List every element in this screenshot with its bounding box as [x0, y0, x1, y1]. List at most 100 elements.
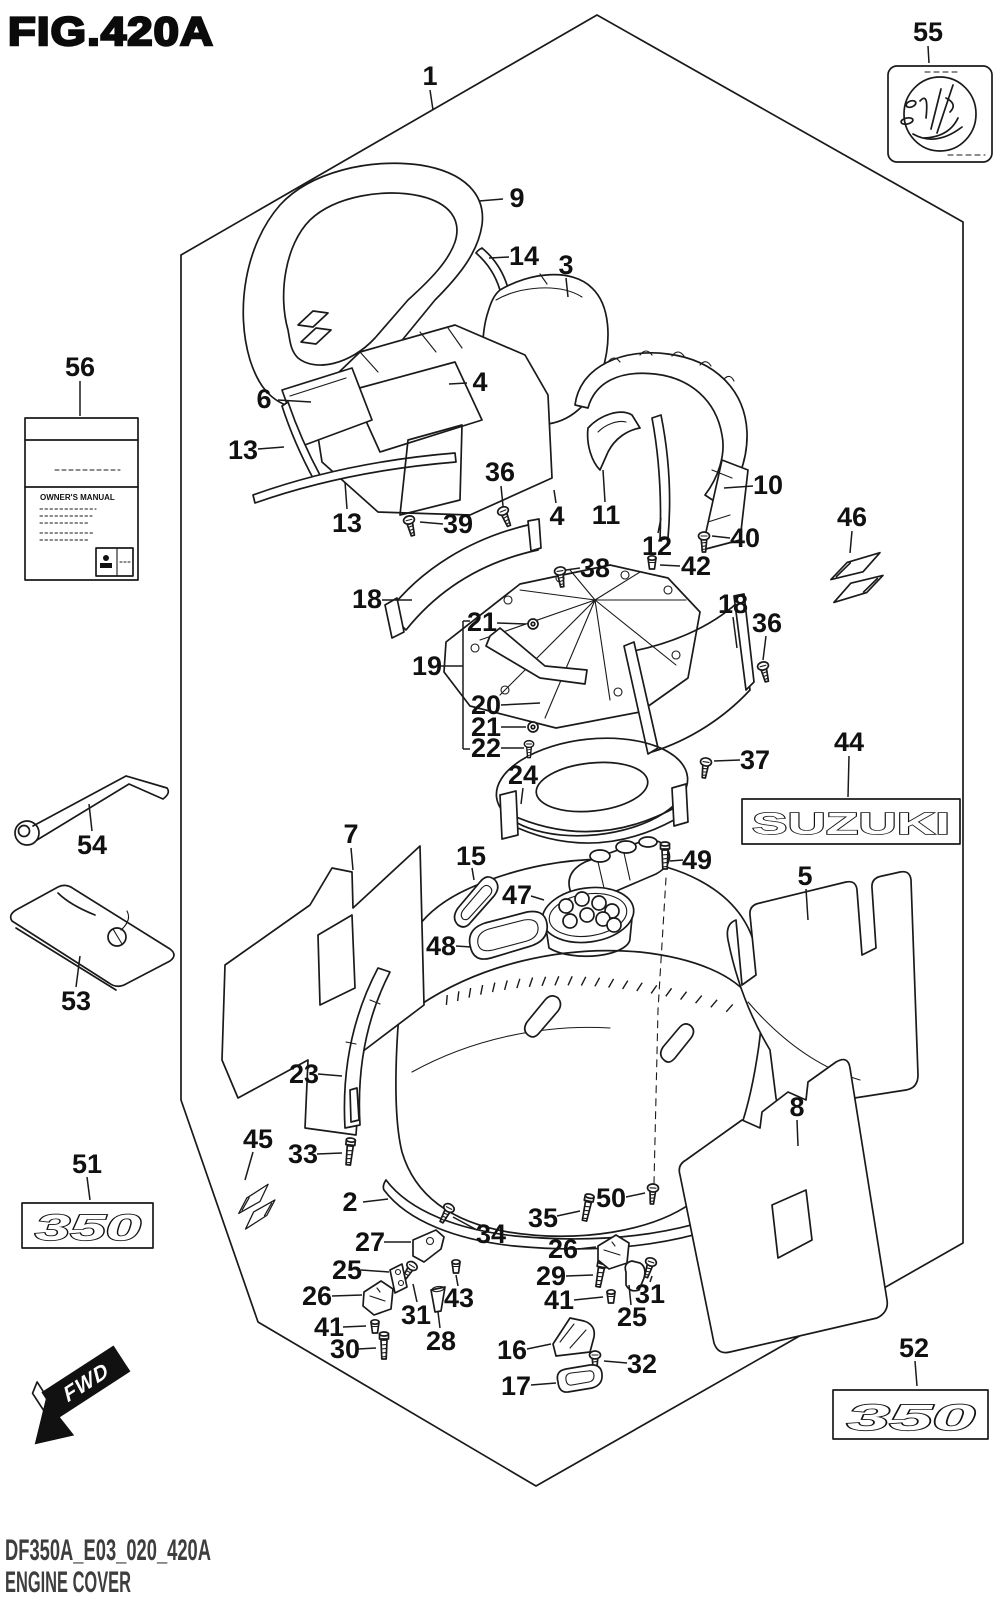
part-label-53: 53: [61, 986, 91, 1016]
part-label-18: 18: [352, 584, 382, 614]
part-label-38: 38: [580, 553, 610, 583]
silencer: [568, 836, 671, 902]
leader-line-43: [455, 1274, 459, 1287]
model-decal-right: 350: [832, 1389, 989, 1440]
leader-line-17: [530, 1382, 557, 1386]
leader-line-35: [556, 1210, 581, 1217]
part-label-52: 52: [899, 1333, 929, 1363]
leader-line-18: [732, 616, 738, 649]
part-label-47: 47: [502, 880, 532, 910]
part-label-56: 56: [65, 352, 95, 382]
leader-line-7: [350, 847, 354, 871]
part-label-16: 16: [497, 1335, 527, 1365]
leader-line-4: [553, 489, 557, 504]
part-label-37: 37: [740, 745, 770, 775]
leader-line-41: [342, 1325, 367, 1328]
part-label-23: 23: [289, 1059, 319, 1089]
leader-line-47: [530, 895, 545, 901]
leader-line-21: [496, 622, 527, 625]
cowl-rim-seal: [382, 1179, 753, 1250]
leader-line-44: [847, 755, 850, 798]
part-label-39: 39: [443, 509, 473, 539]
leader-line-41: [573, 1296, 604, 1301]
part-label-41: 41: [314, 1312, 344, 1342]
part-label-27: 27: [355, 1227, 385, 1257]
leader-line-11: [602, 469, 606, 503]
part-label-11: 11: [592, 500, 621, 530]
grille-left: [384, 518, 542, 639]
part-label-55: 55: [913, 17, 943, 47]
leader-line-2: [362, 1198, 389, 1203]
leader-line-23: [317, 1073, 343, 1077]
rear-cowl-piece: [574, 350, 749, 551]
part-label-40: 40: [730, 523, 760, 553]
corner-strip: [343, 967, 391, 1129]
leader-line-13: [344, 481, 348, 510]
part-label-45: 45: [243, 1124, 273, 1154]
leader-line-14: [488, 256, 510, 259]
leader-line-53: [75, 955, 81, 988]
suzuki-s-emblem-icon: [825, 551, 888, 604]
louver-vent: [399, 424, 463, 516]
caution-emblem: [887, 65, 993, 163]
part-label-21: 21: [467, 607, 497, 637]
fwd-arrow-decal: FWD: [31, 1345, 131, 1445]
part-label-12: 12: [642, 531, 672, 561]
owners-manual-booklet: OWNER'S MANUAL: [24, 417, 139, 581]
model-number-right-text: 350: [847, 1397, 975, 1438]
leader-line-36: [762, 635, 767, 661]
part-label-17: 17: [501, 1371, 531, 1401]
leader-line-36: [500, 485, 504, 507]
part-label-5: 5: [797, 861, 812, 891]
leader-line-4: [448, 382, 468, 385]
cap-seal: [468, 910, 549, 960]
part-label-26: 26: [548, 1234, 578, 1264]
leader-line-3: [565, 277, 569, 298]
grille-right: [623, 593, 755, 755]
part-label-29: 29: [536, 1261, 566, 1291]
footer-code: DF350A_E03_020_420A: [5, 1534, 211, 1567]
leader-line-12: [657, 517, 662, 534]
leader-line-33: [316, 1152, 343, 1155]
leader-line-31: [649, 1275, 653, 1283]
part-label-19: 19: [412, 651, 442, 681]
figure-title: FIG.420A: [8, 10, 214, 54]
leader-line-13: [257, 446, 285, 450]
socket-wrench-tool: [14, 775, 170, 846]
part-label-54: 54: [77, 830, 107, 860]
part-label-32: 32: [627, 1349, 657, 1379]
part-label-42: 42: [681, 551, 711, 581]
footer-name: ENGINE COVER: [5, 1566, 131, 1599]
leader-line-40: [711, 535, 731, 539]
leader-line-30: [357, 1347, 377, 1350]
leader-line-37: [713, 759, 741, 762]
part-label-36: 36: [752, 608, 782, 638]
part-label-1: 1: [422, 61, 437, 91]
side-panel-left: [221, 845, 425, 1136]
part-label-49: 49: [682, 845, 712, 875]
part-label-43: 43: [444, 1283, 474, 1313]
leader-line-26: [331, 1294, 363, 1297]
part-label-18: 18: [718, 589, 748, 619]
suzuki-wordmark-decal: SUZUKI: [741, 798, 961, 845]
part-label-15: 15: [456, 841, 486, 871]
side-panel-bottom-right: [678, 1058, 889, 1354]
part-label-14: 14: [509, 241, 539, 271]
part-label-33: 33: [288, 1139, 318, 1169]
part-label-10: 10: [753, 470, 783, 500]
top-cover: [242, 162, 484, 410]
part-label-31: 31: [401, 1300, 431, 1330]
part-label-9: 9: [509, 183, 524, 213]
part-label-50: 50: [596, 1183, 626, 1213]
suzuki-wordmark-text: SUZUKI: [752, 806, 950, 841]
leader-line-25: [360, 1269, 390, 1273]
leader-line-16: [526, 1343, 552, 1350]
leader-line-50: [625, 1192, 646, 1198]
leader-line-48: [455, 945, 472, 948]
leader-line-24: [520, 787, 524, 805]
part-label-46: 46: [837, 502, 867, 532]
model-number-left-text: 350: [35, 1207, 141, 1248]
leader-line-20: [500, 702, 541, 706]
